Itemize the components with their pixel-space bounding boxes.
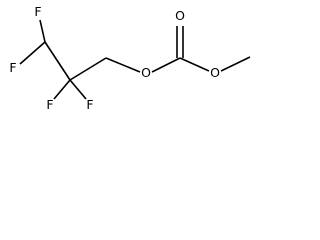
bond-c2-c3 — [69, 57, 107, 81]
bond-c1-c2 — [44, 41, 71, 81]
molecule-structure-diagram: F F F F O O O — [9, 4, 251, 112]
atom-label-o-methoxy: O — [210, 65, 220, 80]
bond-c1-f-top — [39, 19, 46, 43]
bond-c1-f-left — [19, 41, 46, 65]
atom-label-f-bottom-right: F — [86, 97, 93, 112]
bond-c2-f-bottom-left — [53, 79, 71, 100]
bond-c-carbonyl-o-methoxy — [179, 57, 210, 72]
bond-o-ester-c-carbonyl — [151, 57, 181, 73]
bond-c3-o-ester — [105, 57, 141, 73]
atom-label-o-ester: O — [141, 65, 151, 80]
atom-label-f-bottom-left: F — [46, 97, 53, 112]
bond-o-methoxy-methyl — [220, 56, 251, 72]
atom-label-f-top: F — [34, 4, 41, 19]
atom-label-o-carbonyl: O — [175, 8, 185, 23]
atom-label-f-left: F — [9, 60, 16, 75]
bond-c2-f-bottom-right — [69, 79, 87, 100]
